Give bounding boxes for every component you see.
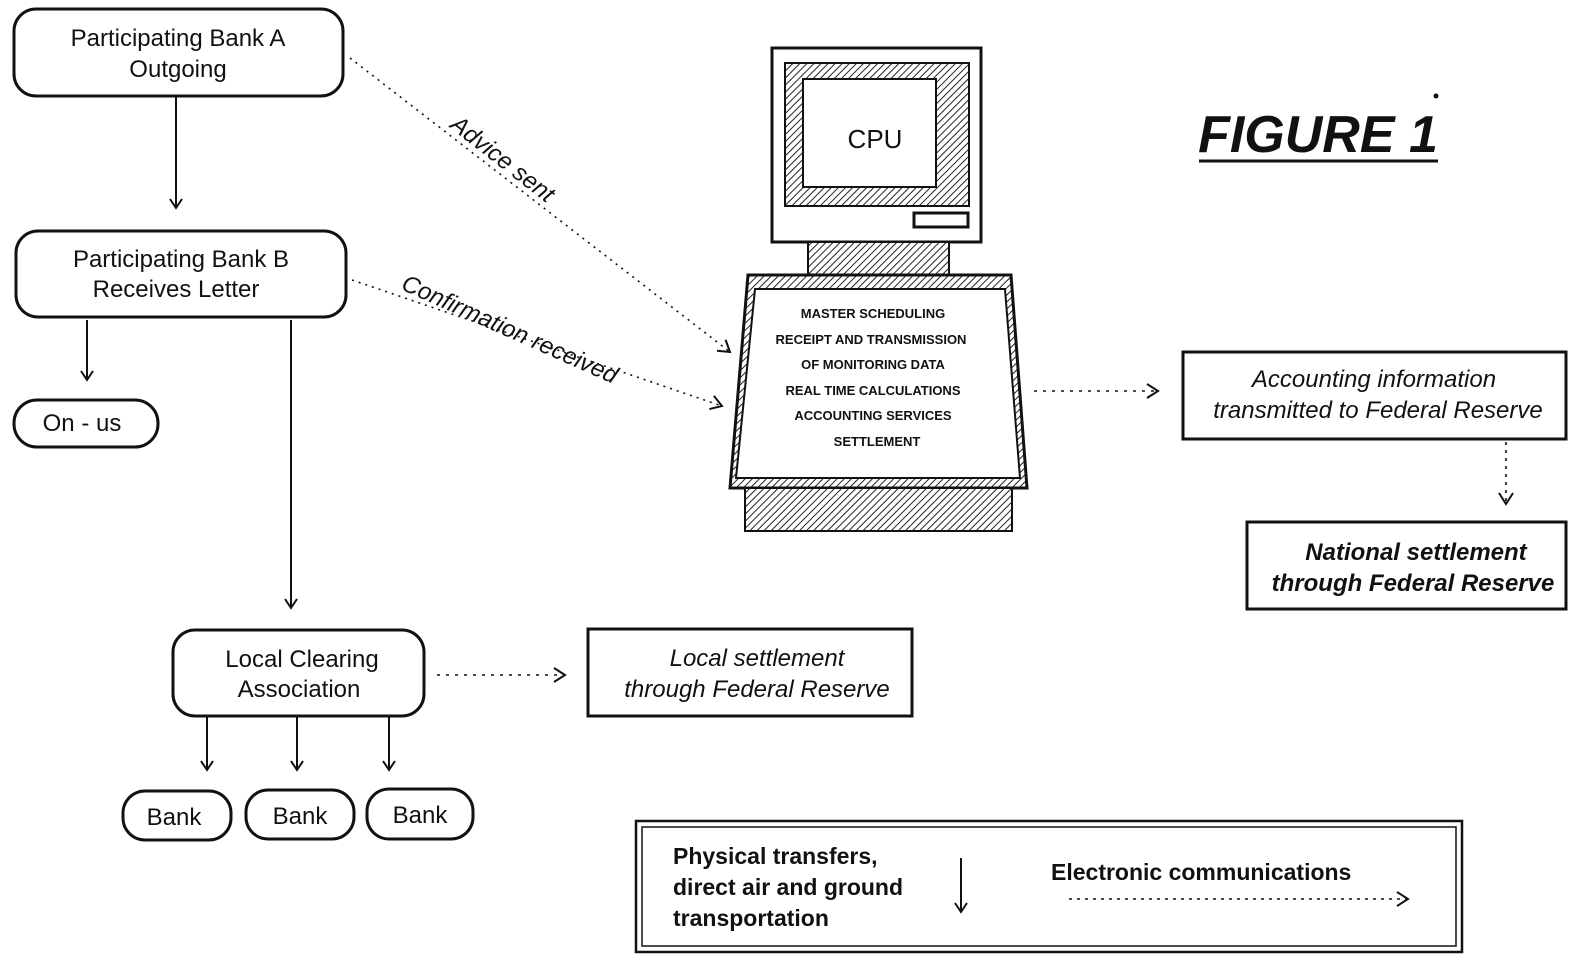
local-clearing-line-2: Association — [238, 676, 361, 703]
bank-a-line-1: Participating Bank A — [71, 25, 286, 52]
edge-label-confirmation-received: Confirmation received — [398, 270, 623, 390]
legend-physical-line-3: transportation — [673, 905, 829, 931]
cpu-screen-label: CPU — [848, 124, 903, 154]
national-settlement-line-2: through Federal Reserve — [1272, 570, 1555, 597]
legend: Physical transfers, direct air and groun… — [634, 819, 1464, 954]
accounting-line-1: Accounting information — [1250, 366, 1496, 393]
bank-b-line-1: Participating Bank B — [73, 246, 289, 273]
node-bank-a: Participating Bank A Outgoing — [12, 7, 345, 98]
electronic-arrows — [349, 57, 1514, 683]
local-settlement-line-1: Local settlement — [670, 645, 846, 672]
figure-title: FIGURE 1 — [1198, 93, 1439, 164]
node-local-settlement: Local settlement through Federal Reserve — [586, 627, 914, 718]
cpu-function-3: OF MONITORING DATA — [801, 357, 945, 372]
physical-arrows — [80, 97, 396, 772]
legend-electronic-label: Electronic communications — [1051, 859, 1351, 885]
disk-slot-icon — [912, 211, 970, 229]
node-bank-3: Bank — [365, 787, 475, 841]
cpu-function-1: MASTER SCHEDULING — [801, 306, 945, 321]
national-settlement-line-1: National settlement — [1305, 539, 1527, 566]
bank-3-label: Bank — [393, 802, 449, 829]
node-bank-b: Participating Bank B Receives Letter — [14, 229, 348, 319]
on-us-label: On - us — [43, 410, 122, 437]
bank-1-label: Bank — [147, 804, 203, 831]
legend-physical-line-2: direct air and ground — [673, 874, 903, 900]
bank-2-label: Bank — [273, 803, 329, 830]
local-clearing-line-1: Local Clearing — [225, 646, 378, 673]
legend-physical-line-1: Physical transfers, — [673, 843, 878, 869]
node-on-us: On - us — [12, 398, 160, 449]
node-bank-2: Bank — [244, 788, 356, 841]
cpu-function-4: REAL TIME CALCULATIONS — [785, 383, 960, 398]
node-bank-1: Bank — [121, 789, 233, 842]
node-national-settlement: National settlement through Federal Rese… — [1245, 520, 1568, 611]
bank-a-line-2: Outgoing — [129, 56, 226, 83]
cpu-function-5: ACCOUNTING SERVICES — [794, 408, 952, 423]
figure-title-text: FIGURE 1 — [1198, 106, 1438, 164]
bank-b-line-2: Receives Letter — [93, 276, 260, 303]
accounting-line-2: transmitted to Federal Reserve — [1213, 397, 1542, 424]
node-accounting-info: Accounting information transmitted to Fe… — [1181, 350, 1568, 441]
local-settlement-line-2: through Federal Reserve — [624, 676, 889, 703]
cpu-function-2: RECEIPT AND TRANSMISSION — [776, 332, 967, 347]
cpu-function-6: SETTLEMENT — [834, 434, 921, 449]
arrow-advice-sent — [349, 57, 732, 354]
computer-illustration: CPU MASTER SCHEDULING RECEIPT AND TRANSM… — [728, 46, 1029, 532]
edge-label-advice-sent: Advice sent — [444, 109, 561, 209]
node-local-clearing: Local Clearing Association — [171, 628, 426, 718]
